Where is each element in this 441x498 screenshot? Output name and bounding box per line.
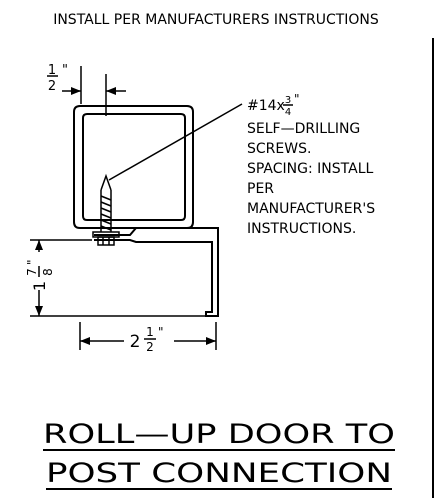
screw-size-num: 3 [285, 95, 291, 106]
screw-note-line-6: INSTRUCTIONS. [247, 221, 356, 237]
header-note: INSTALL PER MANUFACTURERS INSTRUCTIONS [53, 12, 379, 28]
screw-note-line-2: SCREWS. [247, 141, 311, 157]
bottom-dim-unit: " [158, 325, 164, 339]
screw-note-line-1: SELF—DRILLING [247, 121, 360, 137]
screw-note-line-4: PER [247, 181, 274, 197]
self-drilling-screw [92, 173, 120, 246]
screw-note-line-5: MANUFACTURER'S [247, 201, 375, 217]
bottom-dimension [79, 322, 217, 350]
vert-dim-whole: 1 [30, 281, 49, 291]
half-dim-unit: " [62, 63, 68, 78]
half-dim-num: 1 [48, 63, 56, 78]
title-line-1: ROLL—UP DOOR TO [43, 419, 395, 450]
screw-size-den: 4 [285, 107, 291, 118]
screw-size-unit: " [294, 92, 300, 106]
screw-leader [108, 103, 243, 181]
vertical-dimension [30, 239, 205, 317]
door-channel [94, 227, 219, 317]
post-inner [82, 113, 186, 221]
half-inch-dimension [47, 66, 126, 116]
bottom-dim-den: 2 [146, 340, 154, 354]
title-line-2: POST CONNECTION [46, 458, 392, 489]
screw-note-line-3: SPACING: INSTALL [247, 161, 373, 177]
vert-dim-unit: " [25, 259, 39, 265]
screw-size-prefix: #14x [247, 98, 285, 114]
post-outer [73, 105, 194, 229]
vert-dim-den: 8 [41, 268, 55, 276]
vert-dim-num: 7 [25, 268, 39, 276]
bottom-dim-num: 1 [146, 325, 154, 339]
half-dim-den: 2 [48, 79, 56, 94]
bottom-dim-whole: 2 [130, 332, 141, 352]
